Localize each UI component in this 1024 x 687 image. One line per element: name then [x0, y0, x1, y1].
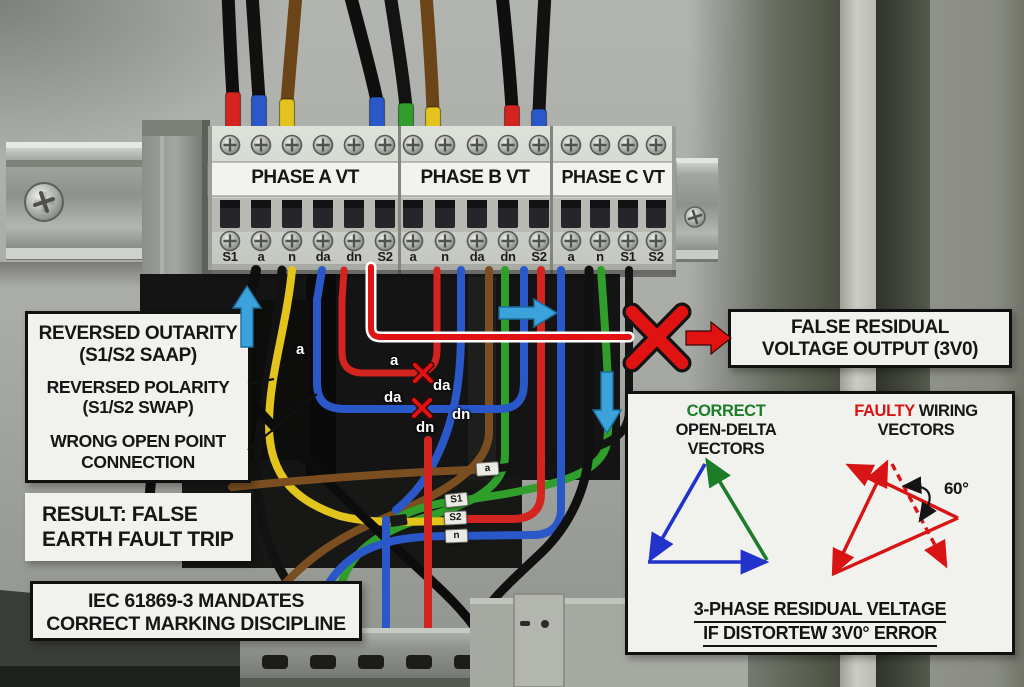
fault-line: (S1/S2 SAAP)	[79, 345, 197, 367]
phase-b-label: PHASE B VT	[420, 167, 530, 188]
iec-callout-box: IEC 61869-3 MANDATES CORRECT MARKING DIS…	[30, 581, 362, 641]
wire-label-dn: dn	[452, 406, 471, 423]
rail-screw-right	[684, 206, 706, 228]
terminal-label: a	[567, 249, 575, 264]
result-line: RESULT: FALSE	[42, 503, 198, 526]
false-residual-line: FALSE RESIDUAL	[790, 317, 950, 338]
iec-line: CORRECT MARKING DISCIPLINE	[46, 613, 346, 635]
sleeve-label-n: n	[444, 528, 469, 544]
correct-word: CORRECT	[686, 402, 766, 420]
correct-line2: OPEN-DELTA VECTORS	[675, 420, 777, 458]
terminal-label: S2	[531, 249, 547, 264]
faulty-rest: WIRING	[914, 402, 978, 420]
sleeve-label-a: a	[475, 461, 500, 477]
fault-line: (S1/S2 SWAP)	[82, 397, 194, 418]
terminal-label: n	[596, 249, 604, 264]
vector-caption-1: 3-PHASE RESIDUAL VELTAGE	[628, 599, 1012, 624]
angle-label: 60°	[944, 479, 969, 498]
wire-label-dn: dn	[416, 419, 435, 436]
fault-line: REVERSED POLARITY	[46, 376, 230, 397]
correct-vectors-title: CORRECT OPEN-DELTA VECTORS	[640, 402, 812, 459]
wire-label-a: a	[296, 341, 305, 358]
faulty-line2: VECTORS	[877, 420, 955, 439]
fault-x-marks	[410, 361, 435, 420]
vector-diagram	[648, 457, 959, 577]
fault-line: WRONG OPEN POINT	[50, 431, 226, 452]
wire-label-da: da	[384, 389, 402, 406]
fault-line: REVERSED OUTARITY	[38, 323, 238, 344]
terminal-label: dn	[500, 249, 516, 264]
false-residual-box: FALSE RESIDUAL VOLTAGE OUTPUT (3V0)	[728, 309, 1012, 368]
phase-c-label: PHASE C VT	[561, 167, 665, 187]
terminal-label: n	[441, 249, 449, 264]
iec-line: IEC 61869-3 MANDATES	[88, 590, 304, 612]
wire-label-a: a	[390, 352, 399, 369]
false-residual-line: VOLTAGE OUTPUT (3V0)	[761, 339, 979, 361]
strip-end-cap	[142, 120, 210, 292]
terminal-label: da	[469, 249, 485, 264]
sleeve-label-s2: S2	[443, 510, 468, 526]
terminal-label: a	[257, 249, 265, 264]
phase-a-label: PHASE A VT	[251, 167, 359, 188]
sleeve-label-s1: S1	[444, 491, 469, 509]
terminal-screws-bottom	[219, 230, 667, 252]
result-callout-box: RESULT: FALSE EARTH FAULT TRIP	[25, 493, 251, 561]
rail-screw-left	[24, 182, 64, 222]
terminal-label: a	[409, 249, 417, 264]
terminal-label: n	[288, 249, 296, 264]
vector-panel: CORRECT OPEN-DELTA VECTORS FAULTY WIRING…	[625, 391, 1015, 655]
terminal-slots	[220, 200, 666, 228]
faulty-vectors-title: FAULTY WIRING VECTORS	[828, 402, 1004, 440]
fault-callout-box: REVERSED OUTARITY (S1/S2 SAAP) REVERSED …	[25, 311, 251, 483]
result-line: EARTH FAULT TRIP	[42, 527, 234, 551]
wire-label-da: da	[433, 377, 451, 394]
terminal-label: S1	[620, 249, 636, 264]
terminal-label: dn	[346, 249, 362, 264]
terminal-screws-top	[219, 134, 667, 156]
terminal-label: S2	[648, 249, 664, 264]
terminal-label: S2	[377, 249, 393, 264]
terminal-label: S1	[222, 249, 238, 264]
vector-caption-2: IF DISTORTEW 3V0° ERROR	[628, 623, 1012, 648]
incoming-cables	[221, 0, 552, 120]
fault-line: CONNECTION	[81, 451, 195, 472]
faulty-word: FAULTY	[854, 402, 915, 420]
terminal-label: da	[315, 249, 331, 264]
